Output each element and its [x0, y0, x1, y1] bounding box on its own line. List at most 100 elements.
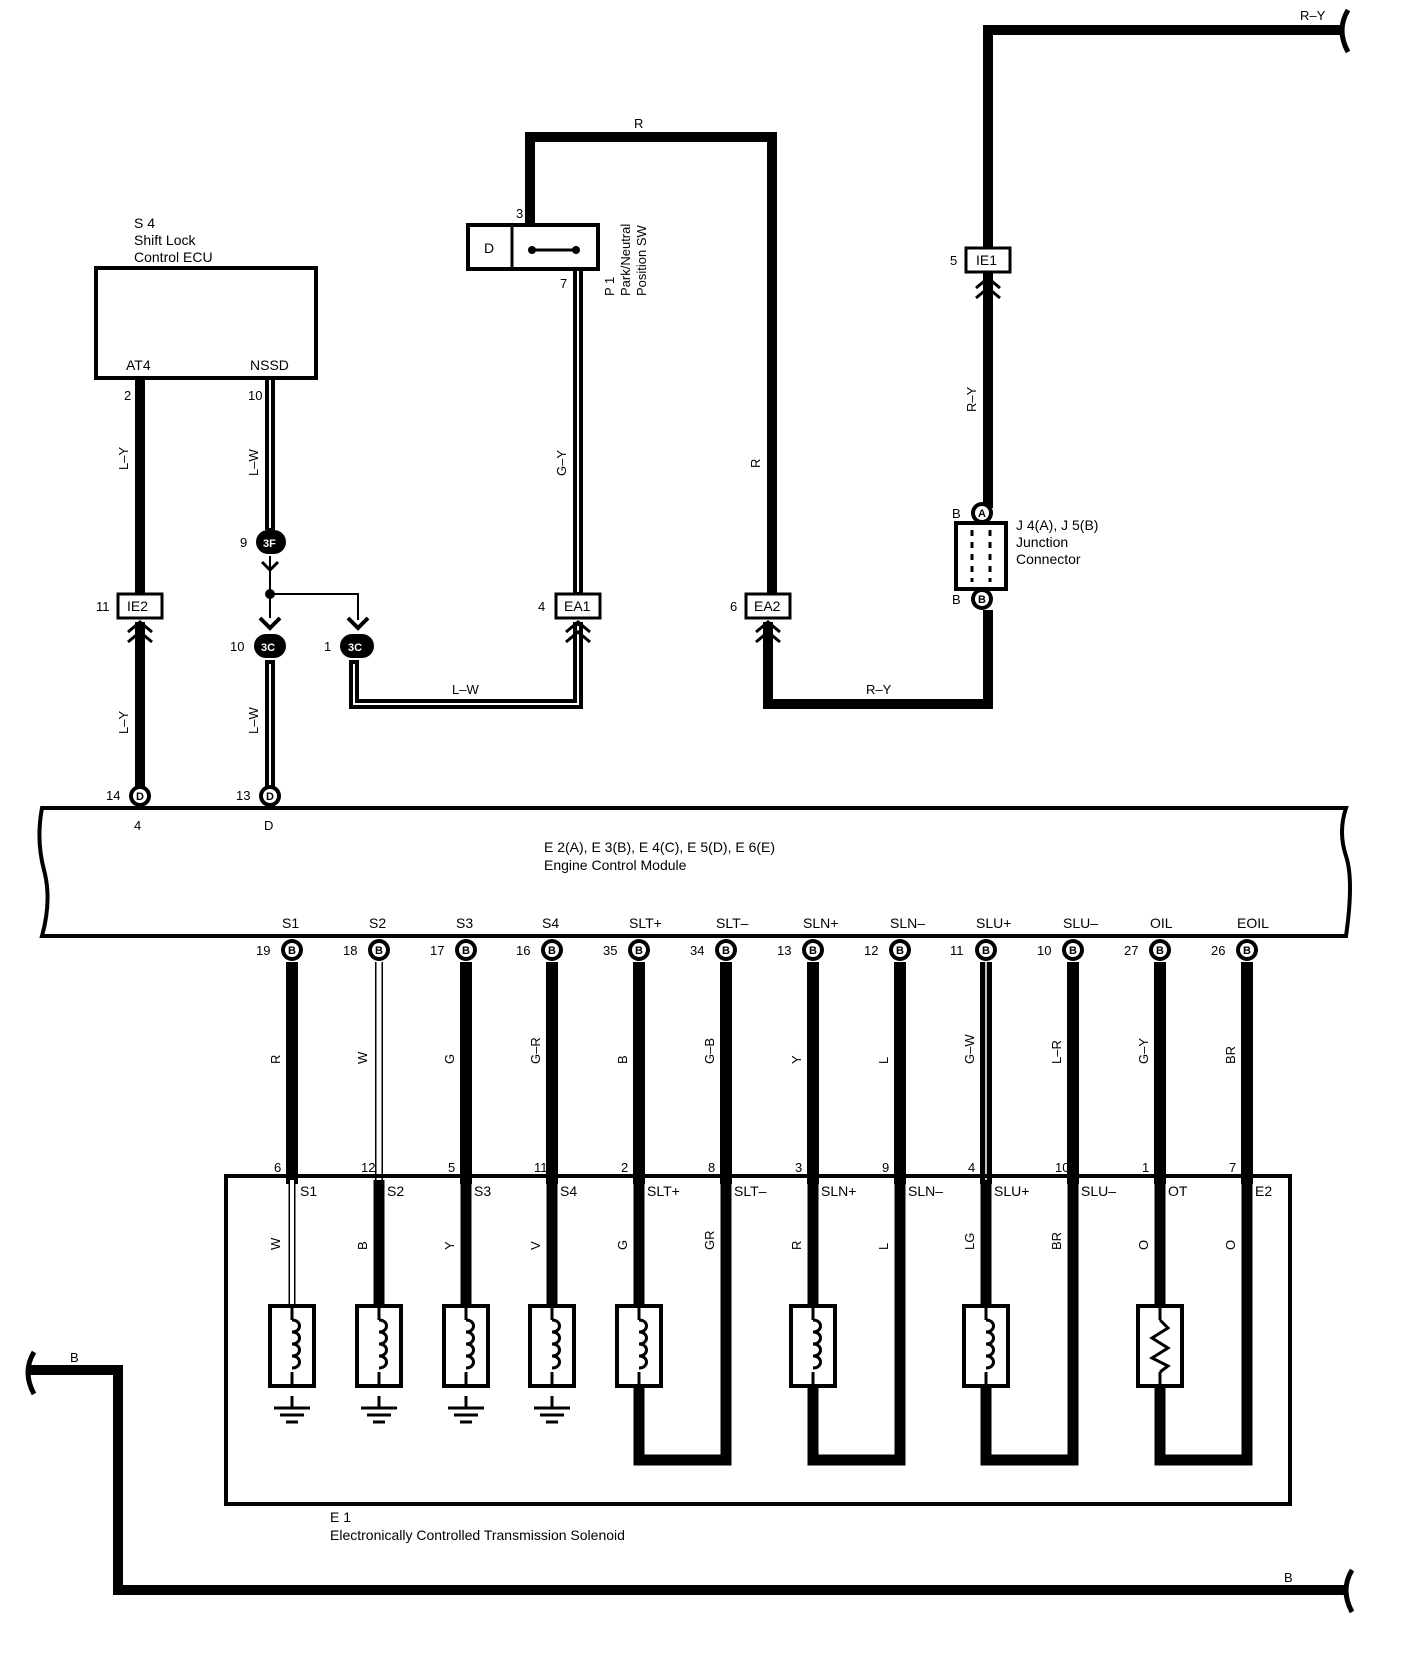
wire-ry-top [983, 25, 1340, 252]
wire-break-left [25, 1350, 37, 1396]
ecm-terminal-pin: 26 [1211, 943, 1225, 958]
svg-text:B: B [982, 945, 990, 957]
ecm-pin-d: D [264, 818, 273, 833]
solenoid-coil-symbol [268, 1304, 316, 1388]
wire-break-top-right [1339, 8, 1351, 54]
svg-text:11: 11 [96, 599, 110, 614]
ecm-terminal-pin: 11 [950, 943, 964, 958]
s4-name2: Control ECU [134, 249, 213, 265]
solenoid-coil-symbol [789, 1304, 837, 1388]
e1-terminal-name: S4 [560, 1183, 577, 1199]
e1-pin: 5 [448, 1160, 455, 1175]
connector-d13: D 13 [236, 785, 281, 807]
svg-text:B: B [722, 945, 730, 957]
wire-color-ry-vertical: R–Y [964, 386, 979, 412]
connector-d14: D 14 [106, 785, 151, 807]
p1-ref: P 1 [602, 277, 617, 296]
p1-name2: Position SW [634, 224, 649, 296]
wire-color-ground-left: B [70, 1350, 79, 1365]
s4-at4-pin-num: 2 [124, 388, 131, 403]
svg-text:B: B [1069, 945, 1077, 957]
harness-wire-color: G [442, 1054, 457, 1064]
connector-ea1: EA1 4 [538, 592, 602, 644]
e1-terminal-name: SLT+ [647, 1183, 680, 1199]
svg-text:B: B [462, 945, 470, 957]
e1-pin: 8 [708, 1160, 715, 1175]
splice-branch [270, 593, 359, 620]
s4-pin-at4: AT4 [126, 357, 151, 373]
e1-pin: 1 [1142, 1160, 1149, 1175]
wire-color-gy-p1: G–Y [554, 450, 569, 476]
e1-terminal-name: S2 [387, 1183, 404, 1199]
e1-terminal-name: E2 [1255, 1183, 1272, 1199]
ecm-terminal-name: S4 [542, 915, 559, 931]
harness-wire-color: G–W [962, 1034, 977, 1064]
svg-text:B: B [548, 945, 556, 957]
svg-text:IE2: IE2 [127, 598, 148, 614]
ecm-terminal-pin: 16 [516, 943, 530, 958]
transmission-solenoid: E 1 Electronically Controlled Transmissi… [224, 1174, 1292, 1543]
e1-terminal-name: OT [1168, 1183, 1188, 1199]
ecm-terminal-pin: 35 [603, 943, 617, 958]
connector-ie1: IE1 5 [950, 246, 1012, 300]
inner-wire-color: O [1136, 1240, 1151, 1250]
svg-text:EA1: EA1 [564, 598, 591, 614]
e1-terminal-name: SLN+ [821, 1183, 856, 1199]
ground-symbol [534, 1396, 570, 1424]
svg-text:5: 5 [950, 253, 957, 268]
ecm-terminal-name: SLU+ [976, 915, 1011, 931]
thermistor-symbol [1136, 1304, 1184, 1388]
harness-wire-color: R [268, 1055, 283, 1064]
inner-wire-color: W [268, 1237, 283, 1250]
inner-wire-color: R [789, 1241, 804, 1250]
return-wire [980, 1180, 1079, 1466]
wire-color-lw-bottom: L–W [452, 682, 479, 697]
return-wire [1154, 1180, 1253, 1466]
e1-pin: 2 [621, 1160, 628, 1175]
inner-wire-color: L [876, 1243, 891, 1250]
ecm-terminal-pin: 12 [864, 943, 878, 958]
connector-3c-right: 3C 1 [324, 616, 374, 658]
inner-wire-color: V [528, 1241, 543, 1250]
e1-terminal-name: SLN– [908, 1183, 943, 1199]
solenoid-coil-symbol [528, 1304, 576, 1388]
p1-contact: D [484, 240, 494, 256]
wire-ground-b [30, 1365, 1346, 1595]
junction-name2: Connector [1016, 551, 1081, 567]
e1-pin: 3 [795, 1160, 802, 1175]
wire-color-lw-lower: L–W [246, 707, 261, 734]
svg-text:1: 1 [324, 639, 331, 654]
harness-wire-color: BR [1223, 1046, 1238, 1064]
s4-nssd-pin-num: 10 [248, 388, 262, 403]
wire-color-ry-bottom: R–Y [866, 682, 892, 697]
e1-terminal-name: S1 [300, 1183, 317, 1199]
ecm-terminal-name: SLT– [716, 915, 749, 931]
ecm-terminal-pin: 17 [430, 943, 444, 958]
wire-color-ly-lower: L–Y [116, 711, 131, 734]
s4-ref: S 4 [134, 215, 155, 231]
inner-wire-color: Y [442, 1241, 457, 1250]
svg-text:D: D [136, 791, 144, 803]
svg-text:3C: 3C [348, 642, 362, 654]
inner-wire-color: BR [1049, 1232, 1064, 1250]
ecm-terminal-name: SLU– [1063, 915, 1098, 931]
p1-name1: Park/Neutral [618, 224, 633, 296]
p1-pin-bottom: 7 [560, 276, 567, 291]
inner-wire-color: LG [962, 1233, 977, 1250]
e1-pin: 9 [882, 1160, 889, 1175]
return-wire [807, 1180, 906, 1466]
svg-text:4: 4 [538, 599, 545, 614]
wire-break-bottom-right [1343, 1568, 1355, 1614]
harness-wire-color: L–R [1049, 1040, 1064, 1064]
